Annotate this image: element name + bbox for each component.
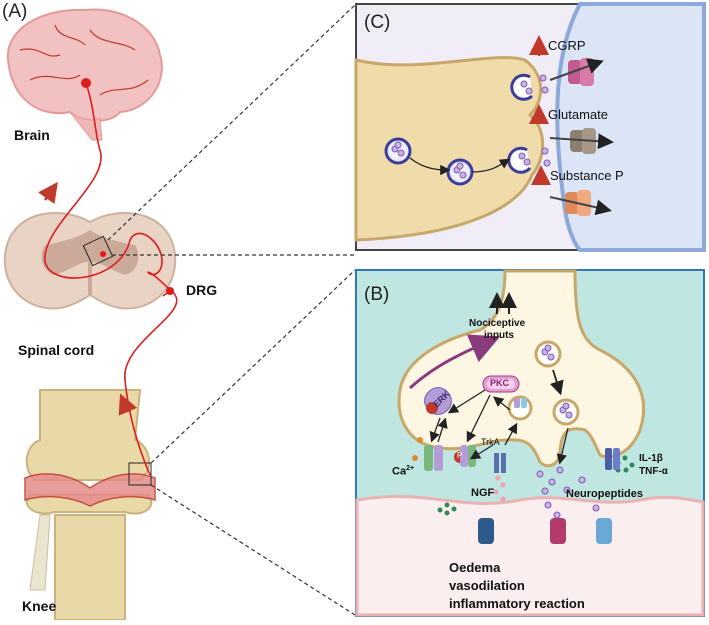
- trka-up-arrow: [504, 422, 518, 446]
- ca-text: Ca: [392, 465, 407, 478]
- brain-label: Brain: [14, 127, 50, 143]
- neuropeptides-label: Neuropeptides: [566, 488, 644, 500]
- panel-b-vesicles: [507, 340, 580, 426]
- vesicle-to-pkc-arrow: [492, 396, 511, 411]
- panel-a-letter: (A): [2, 1, 28, 22]
- knee-illustration: [24, 389, 156, 621]
- trka-label: TrkA: [481, 437, 500, 447]
- cgrp-label: CGRP: [548, 38, 586, 53]
- postsynaptic-channel-blue: [478, 518, 494, 544]
- drg-node: [166, 287, 174, 295]
- spinal-cord-label: Spinal cord: [18, 342, 95, 358]
- substance-p-receptor: [549, 190, 612, 216]
- ca-superscript: 2+: [406, 465, 415, 472]
- brain-illustration: [6, 8, 163, 141]
- trka-receptor: [494, 453, 506, 473]
- pathway-arrow: [408, 334, 501, 390]
- pkc-down-arrow: [466, 394, 491, 443]
- cgrp-receptor: [549, 58, 604, 86]
- release-arrow: [556, 427, 569, 465]
- connector-b-bottom: [150, 484, 356, 616]
- calcium-channel: [424, 445, 443, 471]
- tnfa-label: TNF-α: [639, 466, 668, 477]
- connector-c-top: [107, 4, 356, 241]
- ca-label: Ca2+: [392, 465, 414, 478]
- knee-label: Knee: [22, 598, 57, 614]
- pkc-to-erk-arrow: [447, 389, 486, 414]
- erk-p-marker: [426, 402, 438, 414]
- drg-label: DRG: [186, 282, 218, 298]
- postsynaptic-channel-magenta: [550, 518, 566, 544]
- ngf-label: NGF: [471, 487, 495, 499]
- pkc-label: PKC: [490, 378, 510, 388]
- nociceptive-label-2: inputs: [484, 330, 514, 341]
- vesicle-move-arrow: [549, 369, 564, 396]
- panel-c-letter: (C): [364, 12, 391, 33]
- glutamate-receptor: [549, 128, 614, 154]
- oedema-label: Oedema: [449, 560, 501, 575]
- spinal-cord-illustration: [3, 212, 177, 310]
- channel-up-arrow: [437, 417, 448, 443]
- panel-b-letter: (B): [364, 284, 390, 305]
- cytokine-receptor: [605, 448, 620, 470]
- panel-b: [355, 269, 705, 617]
- ngf-dots: [493, 475, 506, 502]
- connector-b-top: [150, 269, 356, 464]
- postsynaptic-channel-lightblue: [596, 518, 612, 544]
- pkc-inner: [487, 379, 515, 389]
- ascending-arrow-upper: [38, 181, 58, 205]
- inflammatory-label: inflammatory reaction: [449, 596, 585, 611]
- glutamate-label: Glutamate: [548, 107, 608, 122]
- nociceptive-label-1: Nociceptive: [469, 318, 526, 329]
- pkc-channel-left: [460, 445, 468, 467]
- il1b-label: IL-1β: [639, 453, 663, 464]
- vasodilation-label: vasodilation: [449, 578, 525, 593]
- p-marker-label: P: [457, 451, 463, 460]
- trka-to-channel-arrow: [469, 444, 494, 460]
- nerve-fiber: [44, 82, 178, 476]
- ascending-arrow-lower: [118, 393, 138, 416]
- substance-p-label: Substance P: [550, 168, 624, 183]
- panel-c: [354, 2, 706, 252]
